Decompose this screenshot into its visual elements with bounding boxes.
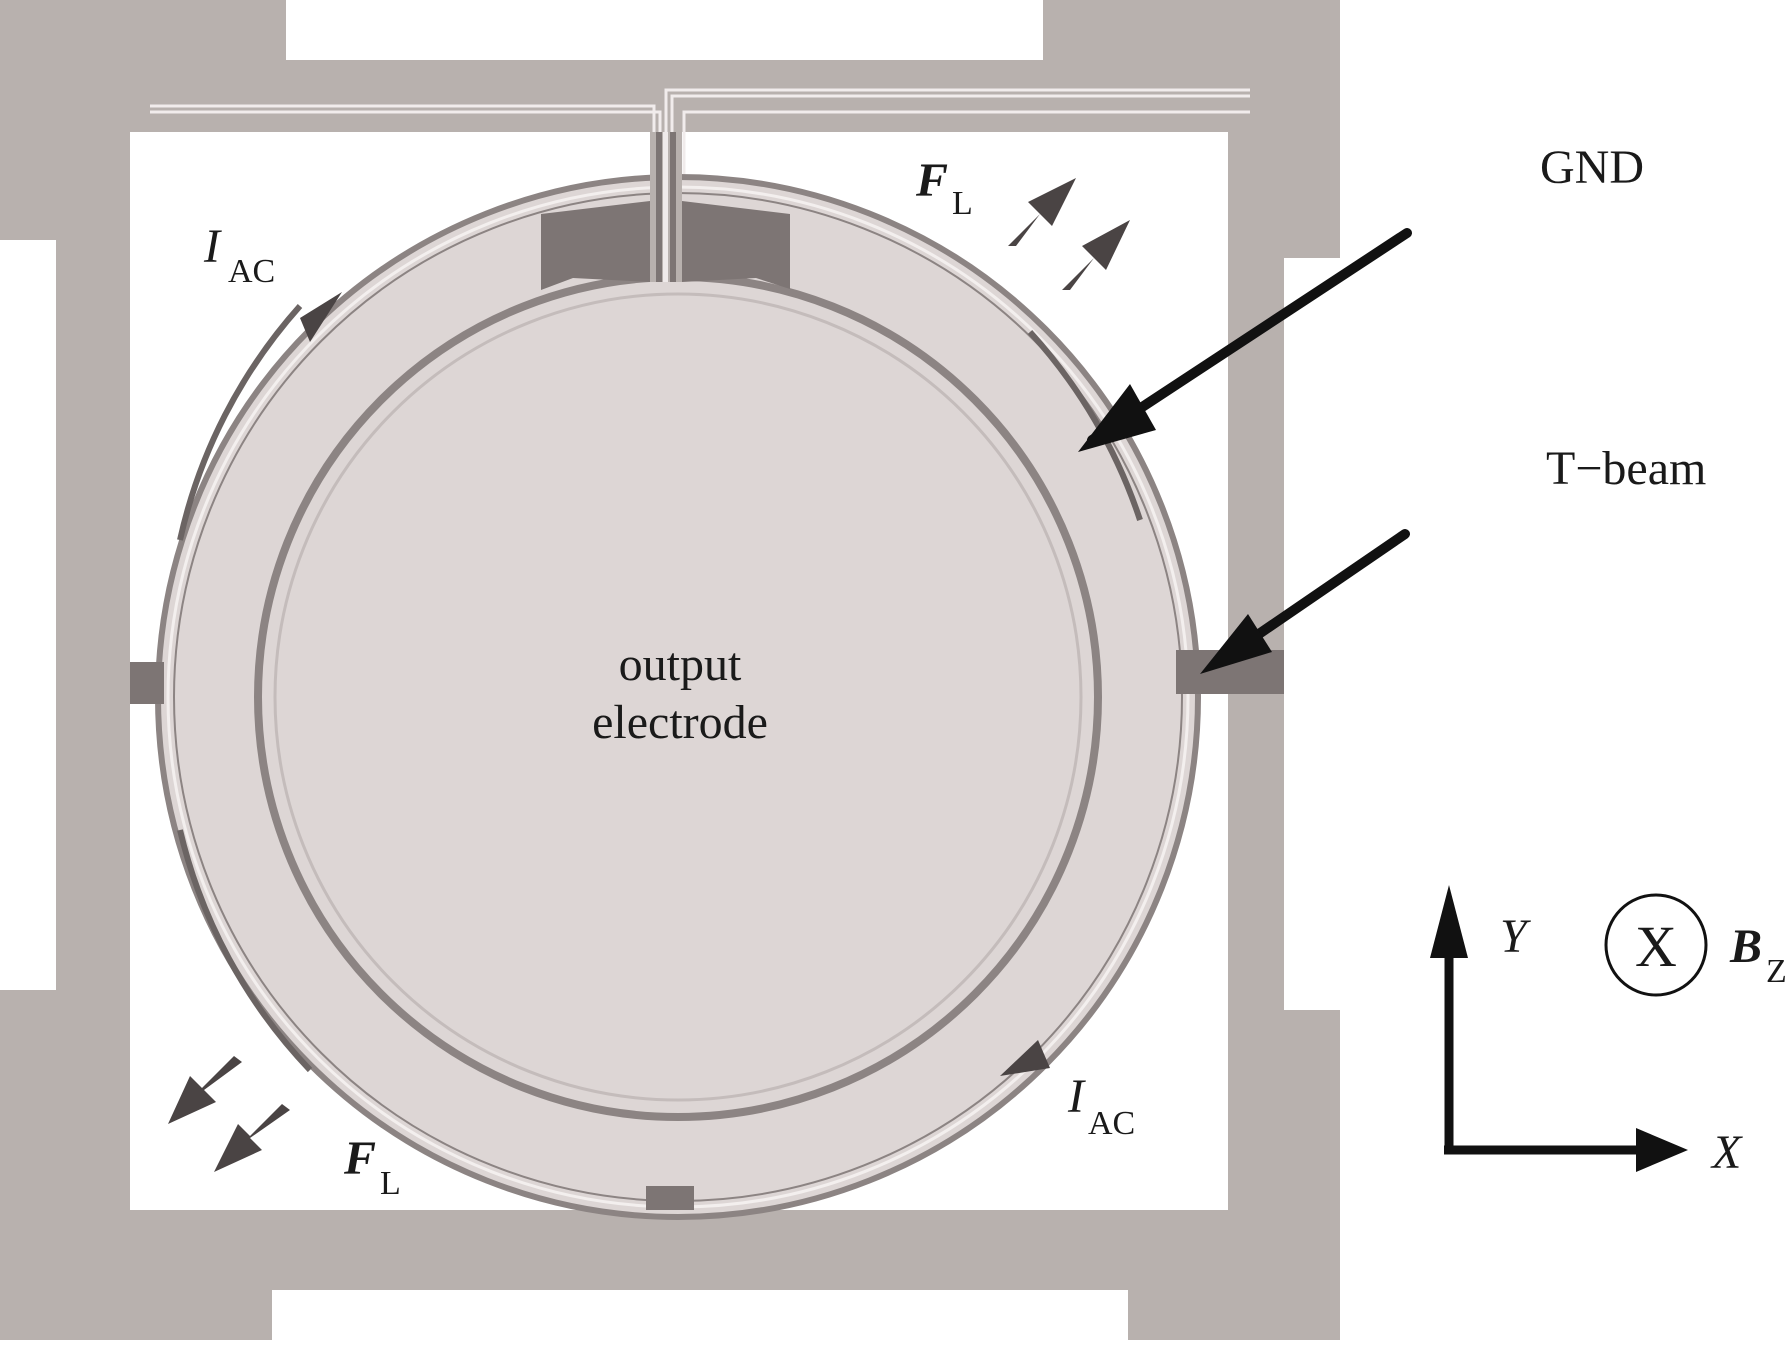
svg-text:F: F	[343, 1132, 376, 1185]
current-arrow-bottom-right	[1000, 1040, 1050, 1076]
tbeam-pointer	[1200, 529, 1410, 674]
svg-text:L: L	[380, 1165, 401, 1202]
t-beams	[130, 650, 1284, 1210]
svg-text:L: L	[952, 185, 973, 222]
coil-trace	[177, 304, 1143, 1073]
current-label-top: I AC	[203, 220, 275, 290]
svg-text:I: I	[1067, 1070, 1086, 1123]
tbeam-label: T−beam	[1546, 442, 1706, 495]
force-label-top: F L	[915, 154, 973, 222]
svg-text:F: F	[915, 154, 948, 207]
svg-text:B: B	[1729, 920, 1762, 973]
gnd-pointer	[1078, 228, 1412, 452]
gnd-label: GND	[1540, 141, 1644, 194]
field-symbol	[1604, 893, 1708, 997]
field-label: B Z	[1729, 920, 1787, 990]
coordinate-axes	[1430, 885, 1688, 1172]
svg-text:Z: Z	[1766, 953, 1787, 990]
output-electrode	[273, 292, 1083, 1102]
force-arrows-top	[1008, 178, 1130, 290]
output-label-line2: electrode	[592, 696, 768, 749]
force-arrows-bottom	[168, 1056, 290, 1172]
svg-text:AC: AC	[1088, 1105, 1135, 1142]
current-label-bottom: I AC	[1067, 1070, 1135, 1142]
svg-text:AC: AC	[228, 253, 275, 290]
axis-y-label: Y	[1500, 910, 1531, 963]
current-arrow-top-left	[300, 292, 342, 342]
force-label-bottom: F L	[343, 1132, 401, 1202]
field-into-page-mark: X	[1635, 914, 1677, 979]
top-pads	[541, 132, 790, 290]
output-label-line1: output	[619, 638, 742, 691]
svg-text:I: I	[203, 220, 222, 273]
axis-x-label: X	[1710, 1126, 1743, 1179]
